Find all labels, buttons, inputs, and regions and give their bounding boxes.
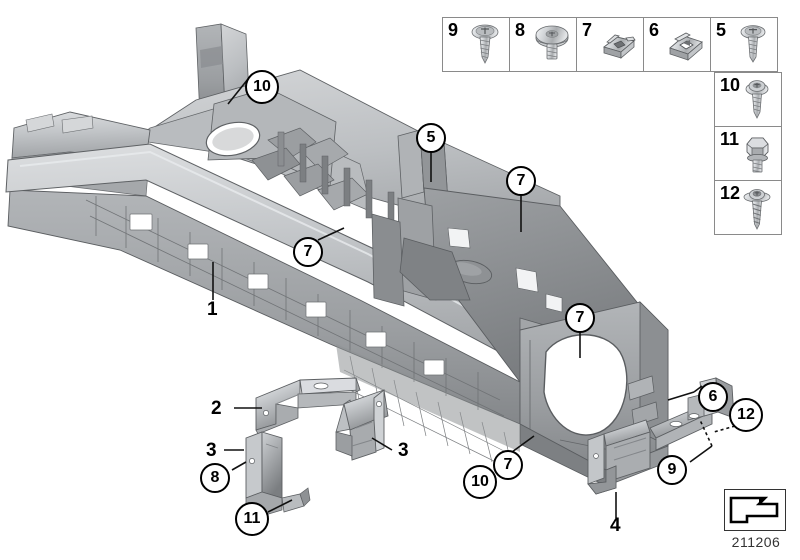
part-label-1: 1	[207, 299, 218, 320]
legend-number: 5	[716, 20, 727, 40]
callout-label: 6	[708, 388, 718, 405]
callout-8[interactable]: 8	[200, 463, 230, 493]
callout-7-mid[interactable]: 7	[565, 303, 595, 333]
callout-label: 11	[243, 510, 261, 527]
callout-label: 12	[737, 406, 755, 423]
legend-top-row: 9 8	[442, 17, 778, 72]
console-rear-bracket-4	[587, 419, 651, 495]
callout-label: 10	[253, 78, 271, 95]
pan-head-tapping-screw-icon	[745, 80, 769, 119]
legend-cell-12[interactable]: 12	[714, 180, 782, 235]
part-label-3-right: 3	[398, 440, 409, 461]
legend-cell-10[interactable]: 10	[714, 72, 782, 127]
callout-label: 7	[303, 243, 313, 260]
callout-11[interactable]: 11	[235, 502, 269, 536]
part-label-2: 2	[211, 398, 222, 419]
legend-number: 9	[448, 20, 459, 40]
legend-number: 7	[582, 20, 593, 40]
large-flat-head-screw-icon	[535, 25, 569, 60]
callout-label: 7	[575, 309, 585, 326]
callout-label: 7	[503, 456, 513, 473]
legend-cell-9[interactable]: 9	[442, 17, 510, 72]
callout-label: 8	[210, 469, 220, 486]
legend-cell-8[interactable]: 8	[509, 17, 577, 72]
hex-head-bolt-icon	[746, 137, 769, 173]
callout-label: 9	[667, 461, 677, 478]
diagram-number: 211206	[731, 534, 781, 550]
legend-cell-6[interactable]: 6	[643, 17, 711, 72]
legend-number: 6	[649, 20, 660, 40]
flange-head-tapping-screw-icon	[740, 25, 766, 63]
callout-6[interactable]: 6	[698, 382, 728, 412]
legend-number: 12	[720, 183, 741, 203]
part-label-4: 4	[610, 515, 621, 536]
legend-number: 11	[720, 129, 740, 149]
legend-number: 10	[720, 75, 741, 95]
washer-head-wood-screw-icon	[743, 189, 771, 230]
forward-arrow-icon	[729, 496, 779, 524]
fastener-legend-table: 9 8	[442, 17, 782, 235]
legend-cell-5[interactable]: 5	[710, 17, 778, 72]
part-label-3-left: 3	[206, 440, 217, 461]
callout-label: 7	[516, 172, 526, 189]
callout-7-upper[interactable]: 7	[506, 166, 536, 196]
flange-head-tapping-screw-icon	[471, 24, 499, 64]
legend-cell-7[interactable]: 7	[576, 17, 644, 72]
console-mounting-bracket-2	[255, 377, 361, 435]
center-console-carrier	[5, 23, 669, 487]
legend-right-column: 10 11	[714, 18, 782, 235]
callout-9[interactable]: 9	[657, 455, 687, 485]
callout-10-top[interactable]: 10	[245, 70, 279, 104]
callout-label: 10	[471, 473, 489, 490]
sheet-metal-clip-nut-icon	[603, 34, 636, 59]
legend-number: 8	[515, 20, 526, 40]
sheet-metal-u-nut-icon	[669, 32, 703, 61]
legend-cell-11[interactable]: 11	[714, 126, 782, 181]
callout-label: 5	[426, 129, 436, 146]
callout-7-left[interactable]: 7	[293, 237, 323, 267]
callout-12[interactable]: 12	[729, 398, 763, 432]
console-side-bracket-right-3	[335, 389, 389, 461]
callout-5[interactable]: 5	[416, 123, 446, 153]
callout-10-lower[interactable]: 10	[463, 465, 497, 499]
orientation-indicator	[724, 489, 786, 531]
callout-7-lower[interactable]: 7	[493, 450, 523, 480]
